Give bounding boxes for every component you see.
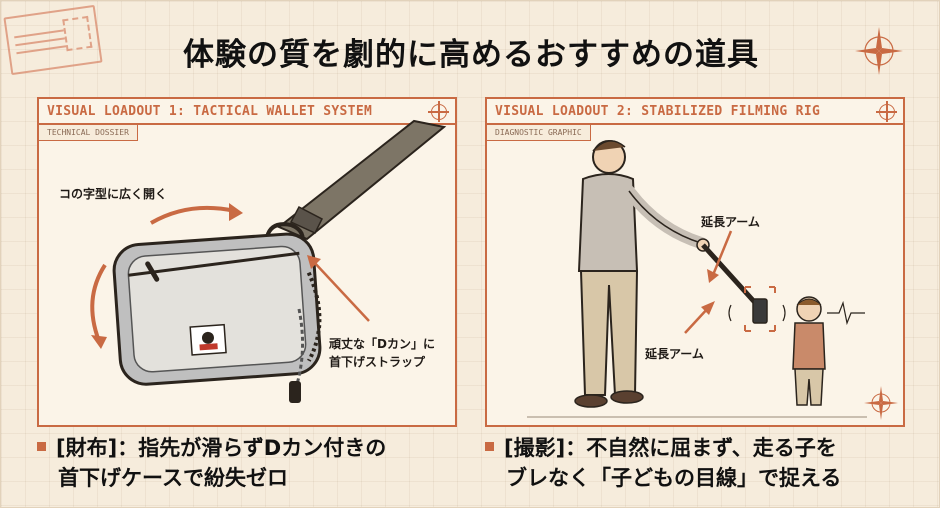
wallet-illustration bbox=[90, 119, 447, 403]
strap-label-line2: 首下げストラップ bbox=[329, 355, 426, 369]
filming-panel: VISUAL LOADOUT 2: STABILIZED FILMING RIG… bbox=[485, 97, 905, 427]
filming-caption-line2: ブレなく「子どもの目線」で捉える bbox=[506, 466, 842, 490]
page-title: 体験の質を劇的に高めるおすすめの道具 bbox=[183, 37, 759, 73]
wallet-panel: VISUAL LOADOUT 1: TACTICAL WALLET SYSTEM… bbox=[37, 97, 457, 427]
compass-rose-icon bbox=[864, 386, 898, 420]
strap-label-line1: 頑丈な「Dカン」に bbox=[329, 337, 435, 351]
bullet-icon bbox=[485, 441, 494, 451]
arm-label-bottom: 延長アーム bbox=[645, 347, 704, 361]
filming-caption: [撮影]：不自然に屈まず、走る子を ブレなく「子どもの目線」で捉える bbox=[485, 433, 925, 493]
crosshair-icon bbox=[428, 101, 449, 122]
filming-caption-line1: [撮影]：不自然に屈まず、走る子を bbox=[485, 433, 925, 463]
compass-rose-icon bbox=[855, 27, 903, 75]
crosshair-icon bbox=[876, 101, 897, 122]
wallet-caption-line2: 首下げケースで紛失ゼロ bbox=[58, 466, 288, 490]
wallet-caption: [財布]：指先が滑らずDカン付きの 首下げケースで紛失ゼロ bbox=[37, 433, 457, 493]
filming-illustration bbox=[527, 140, 867, 418]
wallet-panel-header: VISUAL LOADOUT 1: TACTICAL WALLET SYSTEM bbox=[39, 99, 455, 125]
filming-panel-header: VISUAL LOADOUT 2: STABILIZED FILMING RIG bbox=[487, 99, 903, 125]
wallet-caption-line1: [財布]：指先が滑らずDカン付きの bbox=[37, 433, 457, 463]
open-label: コの字型に広く開く bbox=[59, 187, 168, 201]
filming-panel-tag: DIAGNOSTIC GRAPHIC bbox=[487, 125, 591, 141]
bullet-icon bbox=[37, 441, 46, 451]
wallet-panel-tag: TECHNICAL DOSSIER bbox=[39, 125, 138, 141]
arm-label-top: 延長アーム bbox=[701, 215, 760, 229]
